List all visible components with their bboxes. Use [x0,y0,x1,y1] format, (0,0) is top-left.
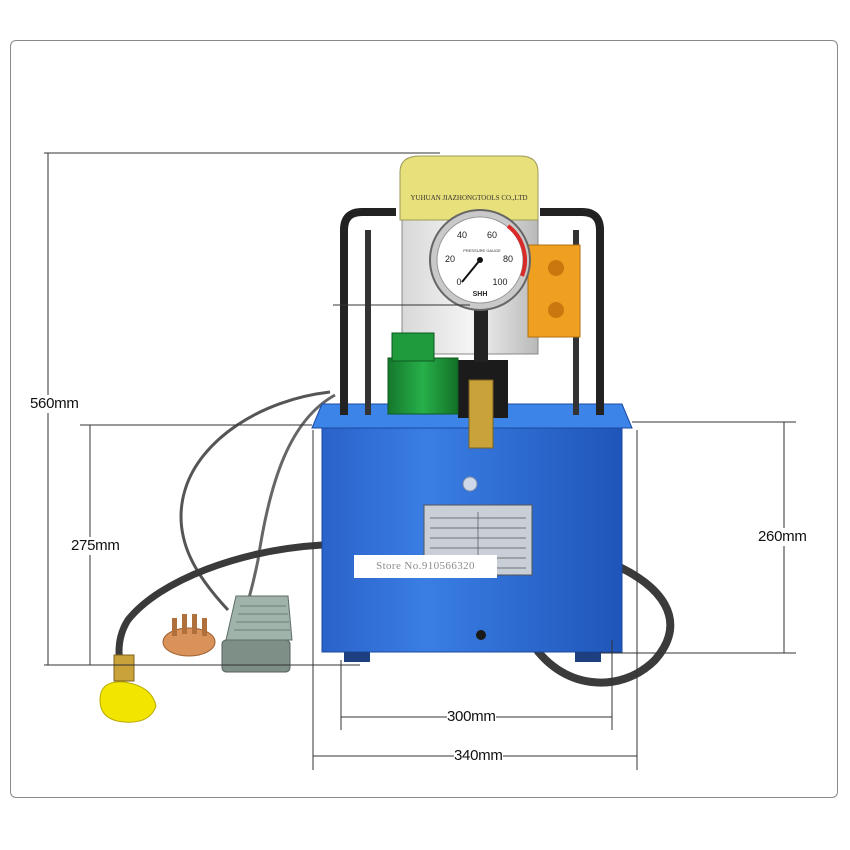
gauge-tick-40: 40 [457,230,467,240]
gauge-tick-100: 100 [492,277,507,287]
dim-label-300: 300mm [447,708,496,726]
gauge-stem [474,308,488,362]
gauge-needle [461,259,481,283]
solenoid-valve [387,357,459,415]
solenoid-top [391,332,435,362]
junction-box [527,244,581,338]
tank-bolt [462,476,478,492]
handle-right [540,208,604,415]
junction-knob-top [548,260,564,276]
aviation-plug [162,627,216,657]
gauge-red-zone [506,224,527,277]
pedal-cable [179,390,331,612]
dim-label-275: 275mm [71,537,120,555]
coupler-body [113,654,135,682]
dim-label-340: 340mm [454,747,503,765]
gauge-tick-0: 0 [456,277,461,287]
handle-left [340,208,396,415]
store-watermark: Store No.910566320 [354,555,497,578]
plug-pins [172,614,207,636]
hose-fitting [468,379,494,449]
foot-pedal [225,595,293,641]
tank-foot-right [575,652,601,662]
coupler-cap [99,681,157,723]
motor-cap [399,155,539,221]
gauge-brand: SHH [473,291,488,298]
gauge-tick-80: 80 [503,254,513,264]
gauge-ticks: 0 20 40 60 80 100 [445,230,513,287]
coupler-hose [115,541,323,682]
foot-pedal-base [221,639,291,673]
tank-foot-left [344,652,370,662]
dimension-lines [44,152,796,770]
drain-plug [476,630,486,640]
gauge-tick-60: 60 [487,230,497,240]
gauge-tick-20: 20 [445,254,455,264]
dim-label-560: 560mm [30,395,79,413]
gauge-hub [477,257,483,263]
dim-label-260: 260mm [758,528,807,546]
motor-label: YUHUAN JIAZHONGTOOLS CO.,LTD [410,194,527,202]
pedal-grip [234,605,290,631]
junction-knob-bottom [548,302,564,318]
image-frame [10,40,838,798]
gauge-caption: PRESSURE GAUGE [463,248,501,253]
